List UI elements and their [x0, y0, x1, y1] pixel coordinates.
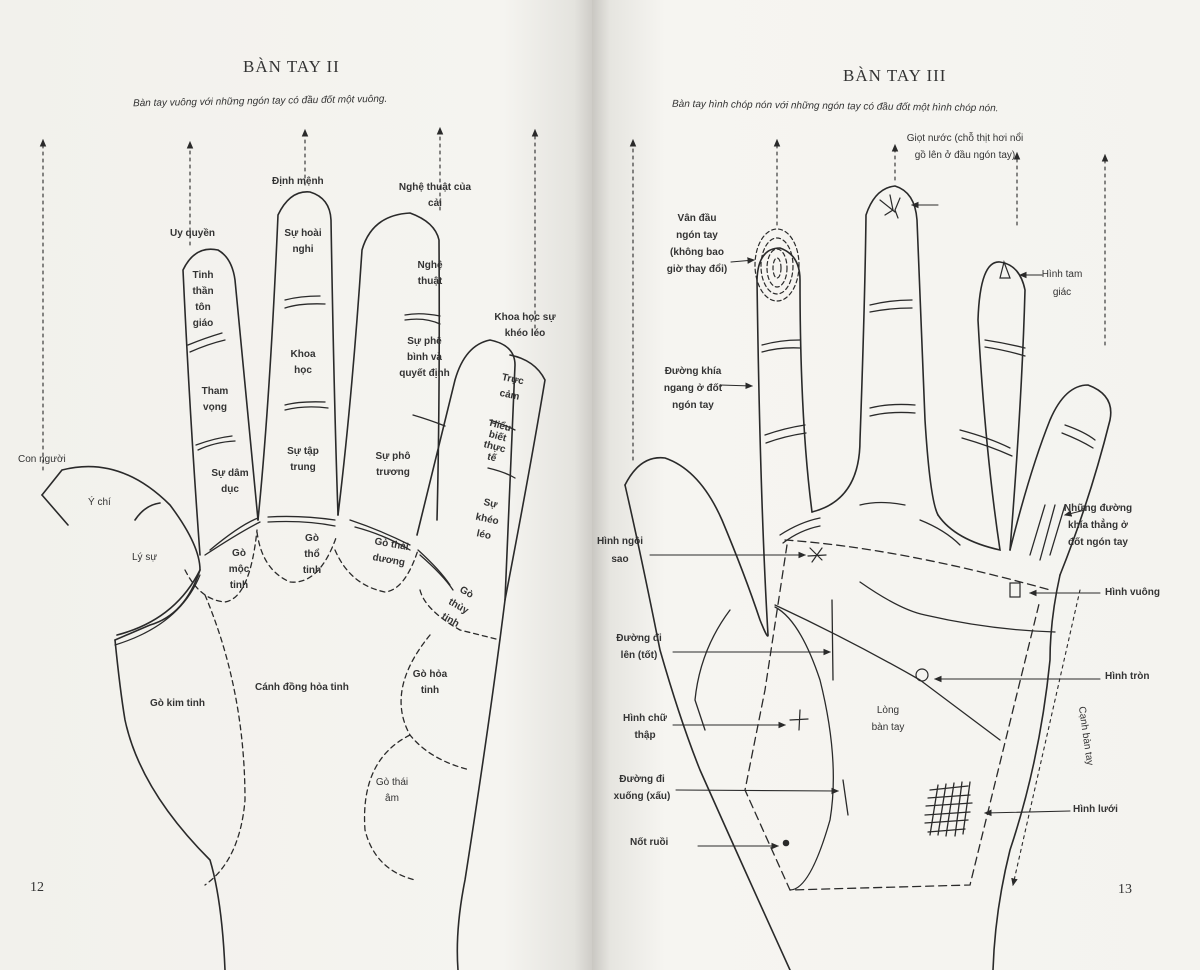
triangle-mark	[999, 259, 1011, 279]
label-hinh-vuong: Hình vuông	[1105, 587, 1160, 598]
label-go-kim-tinh: Gò kim tinh	[150, 698, 205, 709]
label-duong-khia-ngang: Đường khía ngang ở đốt ngón tay	[663, 366, 723, 411]
fingerprint-whorl	[754, 228, 800, 302]
label-hinh-tam-giac: Hình tam giác	[1041, 269, 1083, 298]
label-hinh-chu-thap: Hình chữ thập	[623, 713, 667, 741]
label-go-hoa-tinh: Gò hỏa tinh	[412, 669, 448, 696]
label-uy-quyen: Uy quyền	[170, 228, 216, 239]
label-arrows	[649, 201, 1101, 850]
label-khoa-hoc-kheo-leo: Khoa học sự khéo léo	[494, 312, 556, 339]
label-hinh-ngoi-sao: Hình ngôi sao	[596, 536, 644, 565]
label-nghe-thuat-cua-cai: Nghệ thuật của cải	[398, 182, 472, 209]
label-khoa-hoc: Khoa học	[290, 349, 316, 376]
page-title-hand-iii: BÀN TAY III	[843, 66, 947, 85]
thumb-line	[116, 569, 201, 636]
label-canh-dong-hoa-tinh: Cánh đồng hỏa tinh	[255, 682, 349, 693]
label-hinh-luoi: Hình lưới	[1073, 804, 1118, 815]
label-duong-di-len: Đường đi lên (tốt)	[616, 633, 662, 661]
page-title-hand-ii: BÀN TAY II	[243, 57, 340, 76]
label-tham-vong: Tham vọng	[201, 386, 229, 413]
label-go-moc-tinh: Gò mộc tinh	[228, 548, 250, 591]
palm-lines	[694, 581, 1056, 891]
label-go-tho-tinh: Gò thổ tinh	[302, 533, 322, 576]
thumb-outline	[41, 465, 201, 641]
index-finger	[756, 247, 813, 636]
label-duong-di-xuong: Đường đi xuống (xấu)	[613, 774, 671, 802]
label-ly-su: Lý sự	[132, 552, 158, 563]
hand-edge-arrow	[1011, 589, 1081, 887]
little-finger	[1009, 384, 1112, 576]
star-mark	[807, 547, 827, 563]
star-mark-fingertip	[879, 194, 901, 219]
label-nghe-thuat: Nghệ thuật	[417, 260, 443, 287]
label-giot-nuoc: Giọt nước (chỗ thịt hơi nổi gồ lên ở đầu…	[906, 133, 1024, 161]
middle-finger	[811, 185, 939, 516]
grid-mark	[924, 781, 973, 837]
left-page	[0, 0, 592, 970]
little-finger	[416, 339, 516, 601]
square-mark	[1009, 582, 1021, 598]
hand-right-edge	[992, 574, 1061, 970]
label-nhung-duong-khia: Những đường khía thẳng ở đốt ngón tay	[1063, 503, 1133, 548]
mole-mark	[782, 839, 790, 847]
label-van-dau-ngon-tay: Vân đầu ngón tay (không bao giờ thay đổi…	[666, 213, 728, 275]
finger-direction-arrows	[629, 138, 1109, 461]
label-su-hoai-nghi: Sự hoài nghi	[284, 228, 322, 255]
finger-direction-arrows	[39, 126, 539, 471]
page-number-right: 13	[1118, 882, 1132, 897]
circle-mark	[915, 668, 929, 682]
cross-mark	[789, 709, 809, 731]
label-su-tap-trung: Sự tập trung	[287, 446, 319, 473]
right-page	[592, 0, 1200, 970]
label-tinh-than-ton-giao: Tinh thần tôn giáo	[192, 270, 214, 329]
middle-finger	[257, 191, 339, 521]
label-su-dam-duc: Sự dâm dục	[211, 468, 249, 495]
hand-left-edge	[114, 639, 226, 970]
hand-iii-drawing	[624, 138, 1112, 970]
palm-region-boundary	[744, 539, 1051, 891]
hand-right-edge	[456, 354, 546, 970]
label-con-nguoi: Con người	[18, 454, 66, 465]
label-go-thai-am: Gò thái âm	[375, 777, 409, 804]
label-dinh-menh: Định mệnh	[272, 176, 324, 187]
page-number-left: 12	[30, 880, 44, 895]
finger-creases	[187, 295, 516, 591]
index-finger	[182, 248, 259, 556]
mount-boundaries	[184, 529, 501, 886]
ring-finger	[337, 212, 441, 521]
hand-ii-drawing	[39, 126, 546, 970]
finger-creases	[761, 299, 1096, 561]
label-y-chi: Ý chí	[88, 497, 111, 508]
label-su-pho-truong: Sự phô trương	[375, 451, 411, 478]
label-hinh-tron: Hình tròn	[1105, 671, 1150, 682]
label-long-ban-tay: Lòng bàn tay	[871, 705, 905, 733]
thumb-outline	[624, 456, 769, 637]
ring-finger	[937, 261, 1026, 552]
label-su-phe-binh: Sự phê bình và quyết định	[399, 336, 450, 379]
label-not-ruoi: Nốt ruồi	[630, 837, 669, 848]
